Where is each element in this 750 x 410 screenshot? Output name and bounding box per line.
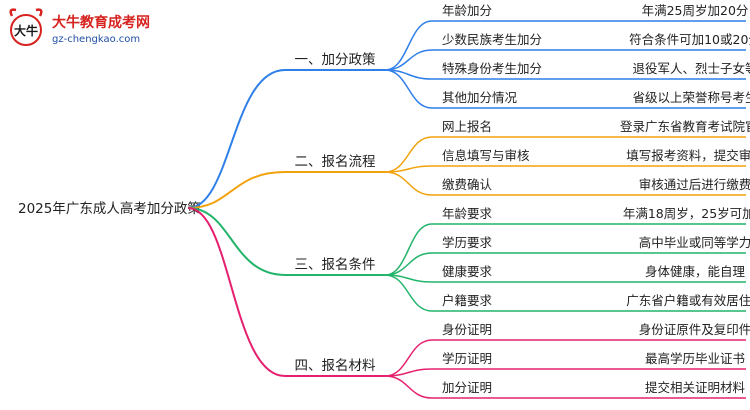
branch-1-leaf-value: 省级以上荣誉称号考生 bbox=[632, 90, 750, 105]
branch-4-leaf-key: 加分证明 bbox=[442, 380, 492, 395]
branch-2-leaf-key: 信息填写与审核 bbox=[442, 148, 530, 163]
branch-2-leaf-connector bbox=[384, 165, 433, 173]
branch-4-leaf-key: 学历证明 bbox=[442, 351, 492, 366]
branch-3-leaf-value: 身体健康，能自理 bbox=[645, 264, 746, 279]
branch-2-leaf-value: 登录广东省教育考试院官网 bbox=[620, 119, 750, 134]
branch-1-leaf-value: 退役军人、烈士子女等 bbox=[632, 61, 750, 76]
svg-text:大牛: 大牛 bbox=[14, 23, 38, 38]
branch-3-leaf-connector bbox=[384, 274, 433, 312]
branch-4-connector bbox=[187, 207, 286, 377]
branch-4-leaf-value: 身份证原件及复印件 bbox=[639, 322, 750, 337]
logo-title: 大牛教育成考网 bbox=[52, 15, 150, 31]
branch-1-leaf-key: 少数民族考生加分 bbox=[442, 32, 542, 47]
logo-url: gz-chengkao.com bbox=[52, 34, 141, 45]
branch-4-leaf-connector bbox=[384, 339, 433, 377]
bull-emblem-icon: 大牛 bbox=[9, 8, 43, 46]
branch-1-leaf-value: 符合条件可加10或20分 bbox=[629, 32, 750, 47]
branch-1-leaf-value: 年满25周岁加20分 bbox=[642, 3, 749, 18]
branch-4-leaf-connector bbox=[384, 368, 433, 377]
branch-4-leaf-connector bbox=[384, 375, 433, 399]
branch-2-leaf-key: 网上报名 bbox=[442, 119, 492, 134]
branch-4-leaf-value: 提交相关证明材料 bbox=[645, 380, 746, 395]
branch-3-label: 三、报名条件 bbox=[295, 256, 376, 273]
branch-1-leaf-connector bbox=[384, 20, 433, 71]
branch-3-leaf-value: 年满18周岁，25岁可加分 bbox=[623, 206, 750, 221]
site-logo[interactable]: 大牛 大牛教育成考网 gz-chengkao.com bbox=[6, 6, 156, 52]
root-topic: 2025年广东成人高考加分政策 bbox=[18, 200, 201, 217]
branch-1-label: 一、加分政策 bbox=[295, 51, 376, 68]
branch-3-leaf-connector bbox=[384, 252, 433, 276]
branch-3-leaf-key: 健康要求 bbox=[442, 264, 493, 279]
branch-4-leaf-value: 最高学历毕业证书 bbox=[645, 351, 745, 366]
branch-1-leaf-key: 其他加分情况 bbox=[442, 90, 518, 105]
branch-3-connector bbox=[187, 207, 286, 276]
branch-4-label: 四、报名材料 bbox=[295, 358, 376, 374]
branch-1-connector bbox=[187, 69, 286, 209]
branch-1-leaf-key: 特殊身份考生加分 bbox=[442, 61, 542, 76]
branch-3-leaf-key: 户籍要求 bbox=[442, 293, 493, 308]
branch-2-connector bbox=[187, 171, 286, 209]
branch-2-label: 二、报名流程 bbox=[295, 154, 376, 170]
branch-2-leaf-connector bbox=[384, 136, 433, 173]
branch-2-leaf-value: 填写报考资料，提交审核 bbox=[626, 148, 750, 163]
branch-3-leaf-value: 高中毕业或同等学力 bbox=[639, 235, 750, 250]
branch-3-leaf-key: 学历要求 bbox=[442, 235, 493, 250]
branch-2-leaf-key: 缴费确认 bbox=[442, 177, 493, 192]
branch-1-leaf-connector bbox=[384, 49, 433, 71]
branch-2-leaf-value: 审核通过后进行缴费 bbox=[639, 177, 750, 192]
branch-2-leaf-connector bbox=[384, 171, 433, 196]
branch-1-leaf-connector bbox=[384, 69, 433, 109]
branch-4-leaf-key: 身份证明 bbox=[442, 322, 492, 337]
branch-3-leaf-key: 年龄要求 bbox=[442, 206, 493, 221]
branch-3-leaf-value: 广东省户籍或有效居住证 bbox=[626, 293, 750, 308]
branch-3-leaf-connector bbox=[384, 223, 433, 276]
branch-1-leaf-key: 年龄加分 bbox=[442, 3, 492, 18]
